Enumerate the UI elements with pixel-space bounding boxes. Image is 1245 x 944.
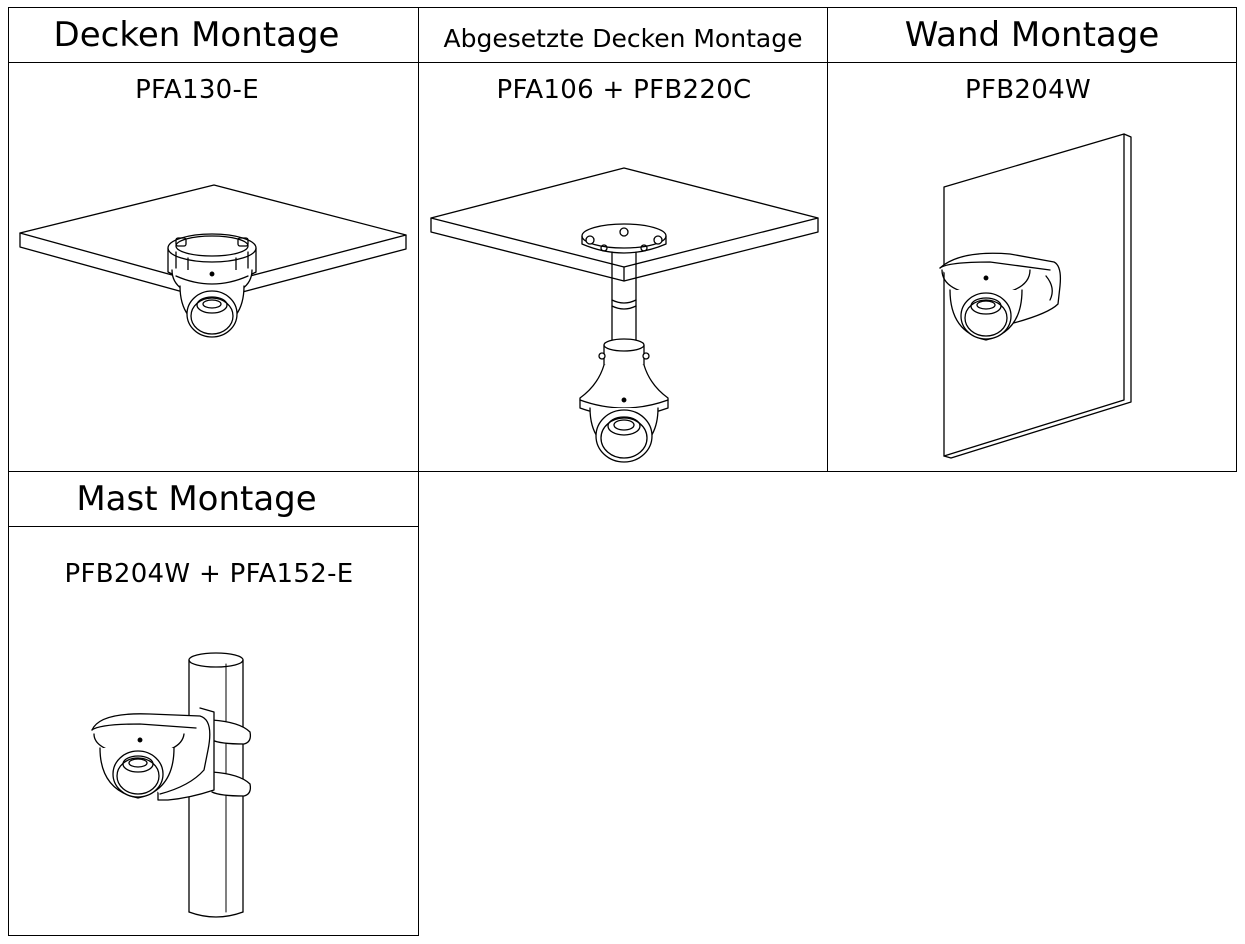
model-pendant-mount: PFA106 + PFB220C: [496, 75, 752, 105]
title-wall-mount: Wand Montage: [904, 15, 1160, 55]
header-pendant-mount: Abgesetzte Decken Montage: [418, 7, 828, 63]
header-pole-mount: Mast Montage: [8, 471, 419, 527]
header-wall-mount: Wand Montage: [827, 7, 1237, 63]
header-ceiling-mount: Decken Montage: [8, 7, 419, 63]
model-wall-mount: PFB204W: [965, 75, 1091, 105]
title-pendant-mount: Abgesetzte Decken Montage: [443, 23, 803, 53]
model-pole-mount: PFB204W + PFA152-E: [64, 559, 354, 589]
title-pole-mount: Mast Montage: [76, 479, 317, 519]
title-ceiling-mount: Decken Montage: [53, 15, 340, 55]
model-ceiling-mount: PFA130-E: [135, 75, 259, 105]
